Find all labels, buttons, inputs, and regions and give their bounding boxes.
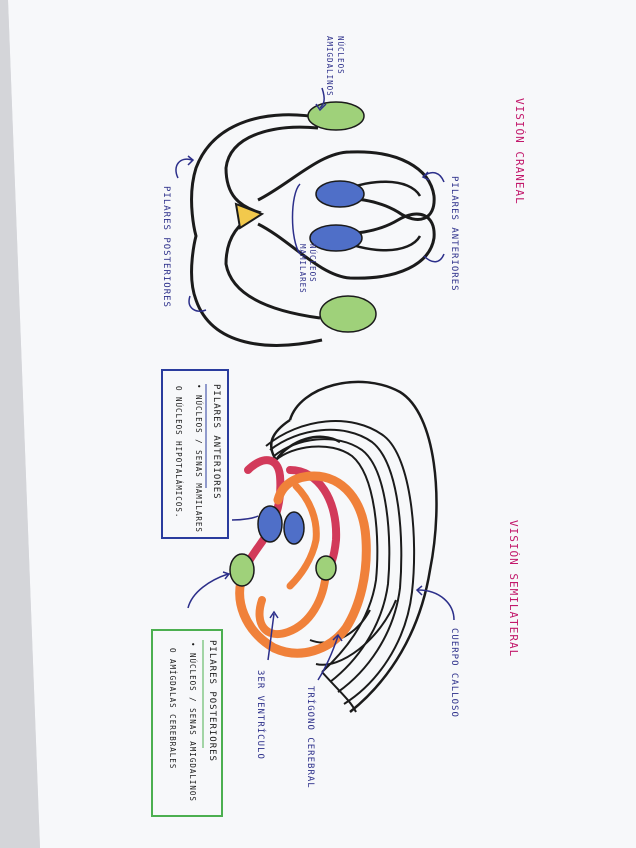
table-background bbox=[0, 0, 40, 848]
fornix-body-orange bbox=[235, 471, 371, 658]
mammillary-nucleus-side-2 bbox=[283, 511, 305, 545]
fornix-side-view bbox=[187, 380, 455, 713]
arrow-mamilares bbox=[291, 183, 301, 255]
label-amigdalinos-line2: AMIGDALINOS bbox=[325, 36, 334, 97]
fornix-outer-outline bbox=[190, 113, 323, 347]
mammillary-nucleus-lower bbox=[309, 224, 363, 252]
top-view-title: VISIÓN CRANEAL bbox=[513, 98, 526, 205]
amygdaloid-nucleus-side-1 bbox=[229, 553, 255, 587]
paper-sheet bbox=[8, 0, 636, 848]
label-mamilares-line2: MAMILARES bbox=[298, 244, 307, 294]
mammillary-nucleus-side-1 bbox=[257, 505, 283, 543]
amygdaloid-nucleus-side-2 bbox=[315, 555, 337, 581]
arrow-pilares-posteriores bbox=[175, 158, 193, 179]
label-trigono: TRÍGONO CEREBRAL bbox=[305, 686, 317, 789]
anterior-pillar-upper bbox=[257, 150, 436, 221]
arrow-cuerpo-calloso bbox=[417, 589, 455, 621]
side-view-title: VISIÓN SEMILATERAL bbox=[507, 520, 520, 657]
amygdaloid-nucleus-lower bbox=[319, 295, 377, 333]
mammillary-nucleus-upper bbox=[315, 180, 365, 208]
amygdaloid-nucleus-upper bbox=[307, 101, 365, 131]
box-anteriores-item-2: O NÚCLEOS HIPOTALÁMICOS. bbox=[174, 386, 183, 518]
arrow-box-posteriores bbox=[187, 573, 229, 609]
fornix-posterior-orange bbox=[255, 568, 330, 638]
label-pilares-posteriores: PILARES POSTERIORES bbox=[161, 186, 171, 308]
label-amigdalinos-line1: NÚCLEOS bbox=[336, 36, 345, 75]
label-pilares-anteriores: PILARES ANTERIORES bbox=[449, 176, 459, 292]
box-posteriores bbox=[151, 629, 223, 817]
fornix-top-view bbox=[175, 87, 445, 347]
label-ventriculo: 3ER VENTRÍCULO bbox=[255, 670, 267, 760]
anterior-pillar-lower bbox=[257, 212, 436, 280]
box-posteriores-title: PILARES POSTERIORES bbox=[207, 640, 217, 762]
arrow-amigdalinos bbox=[319, 87, 325, 109]
third-ventricle-triangle bbox=[234, 202, 265, 230]
arrow-ventriculo bbox=[267, 613, 275, 661]
box-anteriores bbox=[161, 369, 229, 539]
label-cuerpo-calloso: CUERPO CALLOSO bbox=[449, 628, 459, 718]
label-mamilares-line1: NÚCLEOS bbox=[308, 244, 317, 283]
arrow-box-anteriores bbox=[231, 515, 259, 521]
box-posteriores-item-1: • NÚCLEOS / SENAS AMIGDALINOS bbox=[188, 642, 197, 802]
box-anteriores-item-1: • NÚCLEOS / SENAS MAMILARES bbox=[194, 384, 203, 533]
box-anteriores-title: PILARES ANTERIORES bbox=[211, 384, 221, 500]
arrow-trigono bbox=[317, 635, 339, 681]
box-posteriores-item-2: O AMÍGDALAS CEREBRALES bbox=[168, 648, 177, 769]
corpus-callosum-outer bbox=[288, 380, 438, 713]
